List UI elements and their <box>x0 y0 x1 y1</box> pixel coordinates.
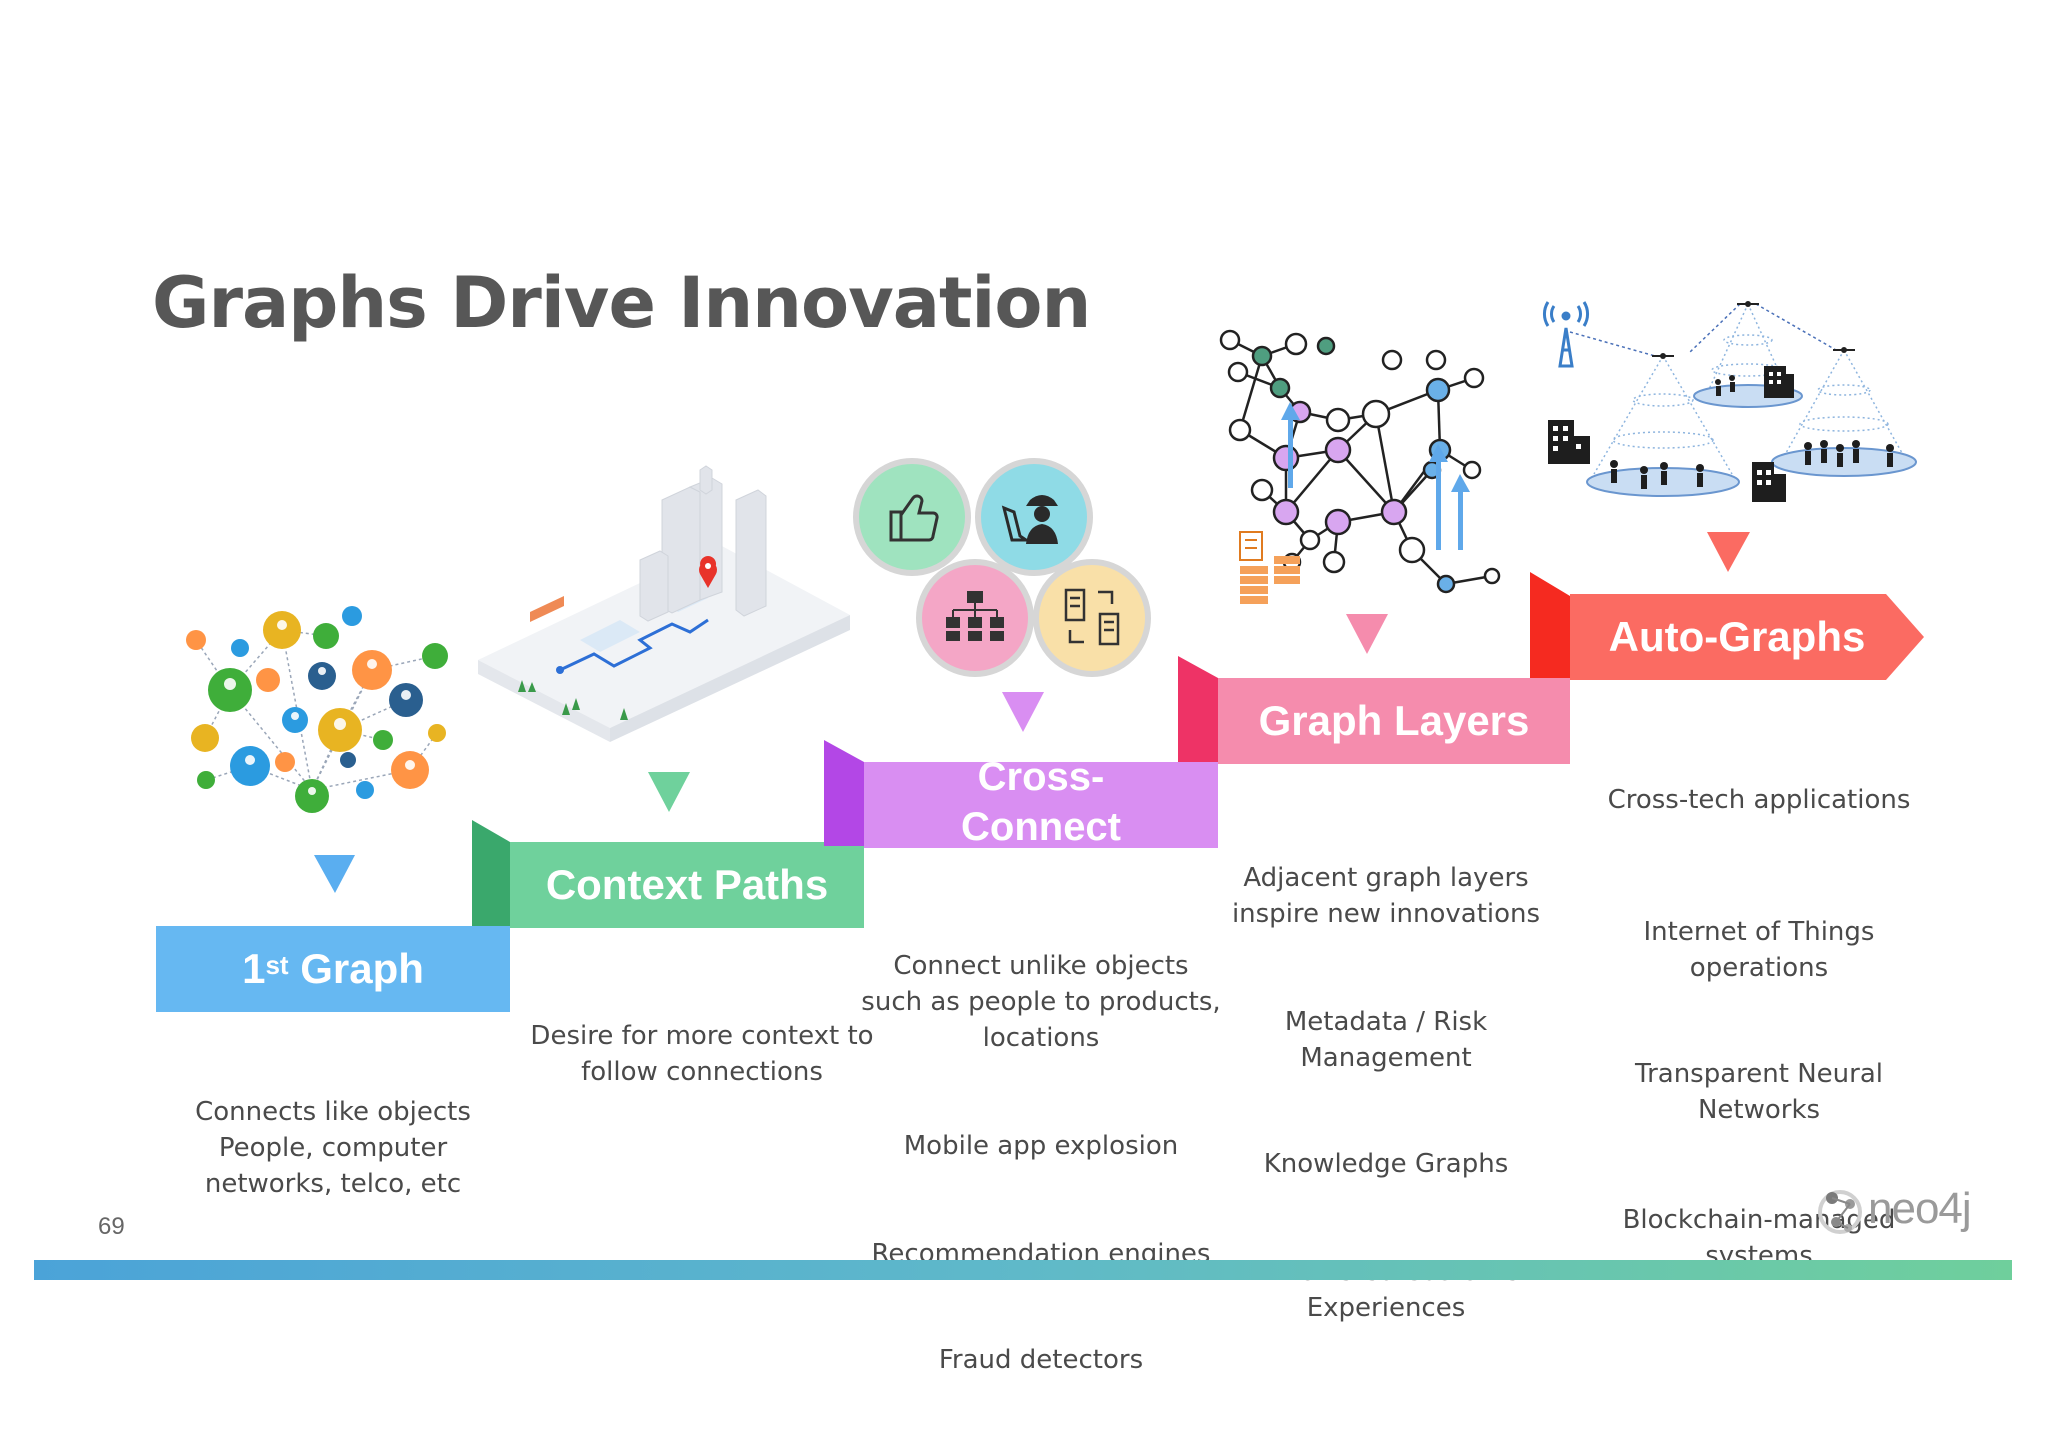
cell-tower-icon <box>1543 301 1589 368</box>
banner-3-fold <box>824 740 864 846</box>
thumbs-up-icon <box>889 494 939 542</box>
stage-label-auto-graphs: Auto-Graphs <box>1608 612 1866 660</box>
stage-label-graph-layers: Graph Layers <box>1258 696 1530 744</box>
description-item: Cross-tech applications <box>1607 785 1911 815</box>
stage-5-description: Cross-tech applications Internet of Thin… <box>1592 746 1926 1310</box>
banner-4-fold <box>1178 656 1218 762</box>
data-stack-icon <box>1239 531 1300 604</box>
stage-label-cross-connect: Cross- Connect <box>961 755 1121 849</box>
layered-graph-icon <box>1219 329 1501 604</box>
stage-1-label-main: 1 <box>242 944 266 992</box>
description-item: Connect unlike objects such as people to… <box>861 951 1221 1053</box>
stage-1-description: Connects like objects People, computer n… <box>156 1058 510 1238</box>
banner-4 <box>1218 678 1570 764</box>
footer-gradient-bar <box>34 1260 2012 1280</box>
stage-3-description: Connect unlike objects such as people to… <box>860 912 1222 1414</box>
org-chart-icon <box>946 591 1004 641</box>
stage-4-description: Adjacent graph layers inspire new innova… <box>1218 824 1554 1362</box>
iot-network-icon <box>1543 301 1917 502</box>
people-network-icon <box>186 606 448 813</box>
people-icon <box>1610 375 1894 489</box>
banner-3 <box>864 762 1218 848</box>
description-item: Metadata / Risk Management <box>1284 1007 1488 1073</box>
description-item: Internet of Things operations <box>1643 917 1875 983</box>
description-item: Desire for more context to follow connec… <box>530 1021 874 1087</box>
description-item: Adjacent graph layers inspire new innova… <box>1231 863 1541 929</box>
banner-2-fold <box>472 820 510 926</box>
arrow-down-4 <box>1346 614 1388 654</box>
arrow-down-1 <box>314 855 355 893</box>
neo4j-logo-icon <box>1818 1190 1862 1234</box>
page-number: 69 <box>98 1213 125 1240</box>
banner-1 <box>156 926 510 1012</box>
stage-1-label-rest: Graph <box>288 944 424 992</box>
arrow-down-2 <box>648 772 690 812</box>
neo4j-logo: neo4j <box>1818 1178 1986 1242</box>
banner-5-fold <box>1530 572 1570 678</box>
stage-1-label-sup: st <box>265 949 289 980</box>
cross-connect-circles-icon <box>853 458 1151 677</box>
hacker-icon <box>1001 495 1058 544</box>
city-map-icon <box>478 465 850 742</box>
slide-title: Graphs Drive Innovation <box>152 262 1091 344</box>
description-item: Mobile app explosion <box>903 1131 1179 1161</box>
neo4j-logo-text: neo4j <box>1868 1184 1972 1233</box>
banner-5 <box>1570 594 1924 680</box>
description-item: Fraud detectors <box>938 1345 1144 1375</box>
banner-2 <box>510 842 864 928</box>
stage-2-description: Desire for more context to follow connec… <box>520 982 884 1126</box>
stage-label-context-paths: Context Paths <box>545 860 829 908</box>
arrow-down-3 <box>1002 692 1044 732</box>
description-item: Transparent Neural Networks <box>1635 1059 1883 1125</box>
documents-icon <box>1064 588 1120 646</box>
description-item: Connects like objects People, computer n… <box>195 1097 471 1199</box>
arrow-down-5 <box>1707 532 1750 572</box>
description-item: Knowledge Graphs <box>1263 1149 1509 1179</box>
